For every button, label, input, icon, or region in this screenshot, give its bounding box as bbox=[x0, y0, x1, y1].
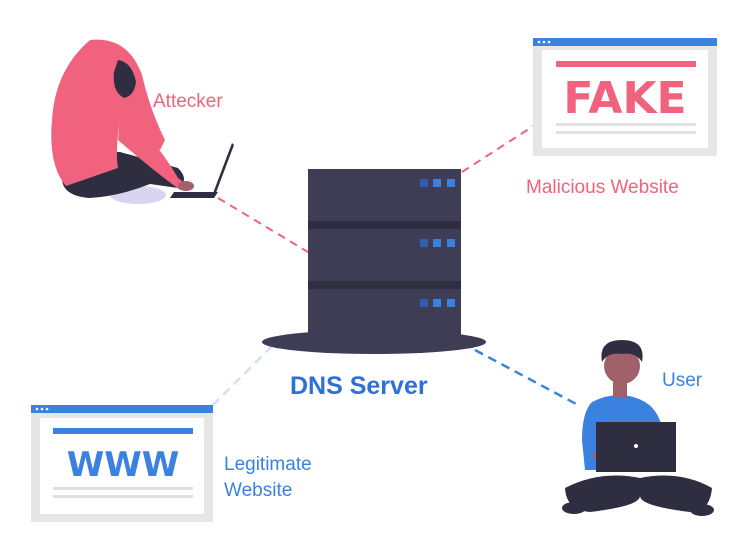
user-label: User bbox=[662, 370, 703, 391]
attacker-server-link bbox=[217, 197, 309, 253]
fake-page-text: FAKE bbox=[563, 73, 686, 124]
malicious-website-page: FAKE bbox=[533, 38, 717, 156]
server-user-link bbox=[474, 348, 579, 407]
server-legit-link bbox=[211, 345, 273, 407]
user-figure-icon bbox=[562, 340, 714, 516]
attacker-label: Attecker bbox=[153, 91, 223, 112]
attacker-figure-icon bbox=[51, 39, 234, 204]
dns-server-label: DNS Server bbox=[290, 372, 428, 400]
server-malicious-link bbox=[461, 124, 536, 173]
legitimate-label-line1: Legitimate bbox=[224, 454, 312, 475]
server-rack-icon bbox=[262, 169, 486, 354]
legitimate-website-page: WWW bbox=[31, 405, 213, 522]
server-led-icon bbox=[420, 179, 455, 307]
legitimate-website-label: Legitimate Website bbox=[224, 452, 312, 503]
malicious-website-label: Malicious Website bbox=[526, 177, 679, 198]
www-page-text: WWW bbox=[67, 445, 180, 485]
legitimate-label-line2: Website bbox=[224, 479, 293, 501]
